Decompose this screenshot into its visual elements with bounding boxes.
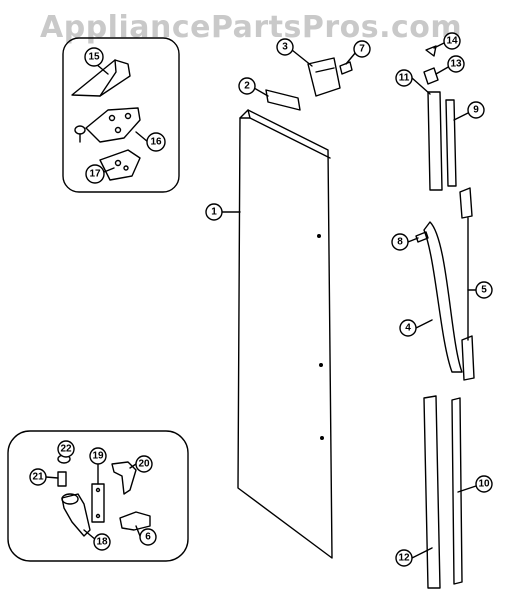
- callout-2: 2: [244, 81, 250, 92]
- callout-8: 8: [397, 237, 403, 248]
- callout-9: 9: [473, 105, 479, 116]
- trim-strip-lower-left: [423, 395, 441, 589]
- hinge-cover-part: [71, 59, 131, 97]
- callout-21: 21: [32, 472, 44, 483]
- callout-20: 20: [138, 459, 150, 470]
- callout-15: 15: [88, 52, 100, 63]
- callout-3: 3: [282, 42, 288, 53]
- cap-part: [423, 67, 439, 85]
- callout-22: 22: [60, 444, 72, 455]
- hinge-plate-lower-part: [99, 149, 141, 181]
- callout-12: 12: [398, 553, 410, 564]
- callout-6: 6: [145, 532, 151, 543]
- cap-screw-part: [425, 45, 437, 57]
- callout-11: 11: [399, 73, 410, 84]
- door-handle: [423, 221, 463, 373]
- handle-end-cap-lower: [461, 335, 475, 381]
- inset-box-hinge-cover: [62, 37, 180, 193]
- inset-box-lower-hinge: [7, 430, 189, 562]
- callout-1: 1: [211, 207, 217, 218]
- trim-strip-upper-right: [445, 99, 457, 187]
- callout-13: 13: [450, 59, 462, 70]
- watermark: AppliancePartsPros.com: [40, 10, 463, 45]
- callout-5: 5: [481, 285, 487, 296]
- callout-16: 16: [150, 137, 162, 148]
- clip-part: [119, 511, 151, 531]
- bracket-part: [111, 461, 137, 495]
- callout-18: 18: [96, 537, 108, 548]
- top-hinge-bracket: [265, 89, 301, 111]
- callout-14: 14: [446, 36, 458, 47]
- handle-screw-part: [415, 231, 429, 243]
- callout-10: 10: [478, 479, 490, 490]
- trim-strip-upper-left: [427, 91, 443, 191]
- hinge-block-part: [307, 57, 341, 97]
- trim-strip-lower-right: [451, 397, 463, 585]
- callout-17: 17: [89, 169, 101, 180]
- hinge-bracket-part: [61, 493, 91, 537]
- door-panel: [237, 109, 333, 559]
- hinge-plate-part: [85, 107, 141, 143]
- callout-19: 19: [92, 451, 104, 462]
- callout-4: 4: [405, 323, 411, 334]
- spacer-part: [91, 483, 105, 523]
- hinge-pin-part: [57, 471, 67, 487]
- callout-7: 7: [359, 44, 365, 55]
- handle-end-cap-upper: [459, 187, 473, 219]
